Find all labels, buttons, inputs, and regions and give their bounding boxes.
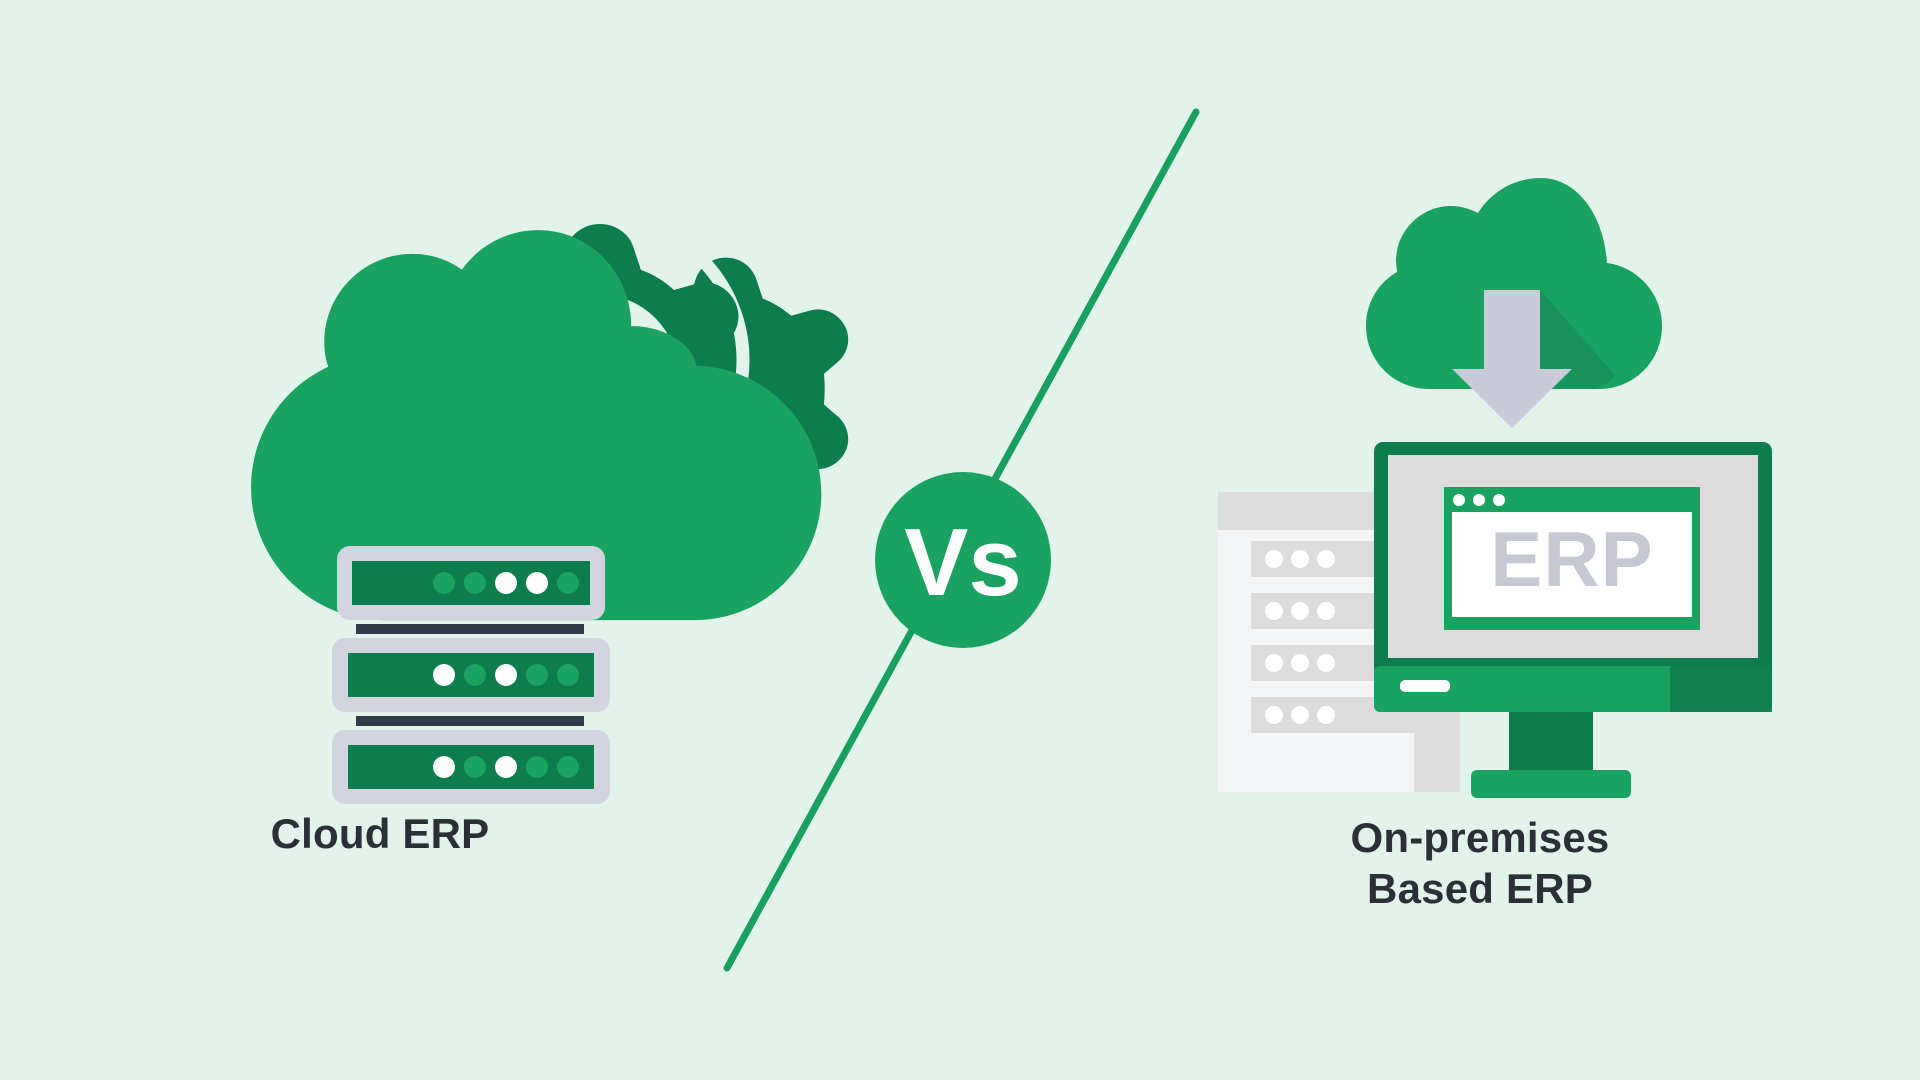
- cloud-erp-illustration: [251, 210, 849, 804]
- onpremises-erp-caption: On-premises Based ERP: [1350, 814, 1610, 913]
- cloud-download-icon: [1366, 178, 1662, 428]
- onpremises-erp-illustration: ERP: [1218, 178, 1772, 798]
- window-dot: [1473, 494, 1485, 506]
- monitor-power-indicator: [1400, 680, 1450, 692]
- vs-badge: Vs: [875, 472, 1051, 648]
- rack-divider: [356, 716, 584, 726]
- browser-window-icon: ERP: [1444, 487, 1700, 630]
- cloud-icon: [251, 230, 822, 621]
- monitor-icon: ERP: [1374, 442, 1772, 798]
- cloud-erp-caption: Cloud ERP: [270, 810, 490, 857]
- server-rack-unit: [332, 638, 610, 712]
- monitor-stand: [1509, 706, 1593, 776]
- server-rack-unit: [332, 730, 610, 804]
- monitor-base: [1471, 770, 1631, 798]
- monitor-chin-shadow: [1670, 666, 1772, 712]
- window-dot: [1453, 494, 1465, 506]
- rack-divider: [356, 624, 584, 634]
- download-arrow-icon: [1452, 290, 1572, 428]
- server-rack-icon: [332, 546, 610, 804]
- vs-badge-label: Vs: [904, 509, 1021, 616]
- window-dot: [1493, 494, 1505, 506]
- erp-screen-label: ERP: [1490, 515, 1653, 603]
- server-rack-unit: [337, 546, 605, 620]
- window-content-area: [1452, 512, 1692, 617]
